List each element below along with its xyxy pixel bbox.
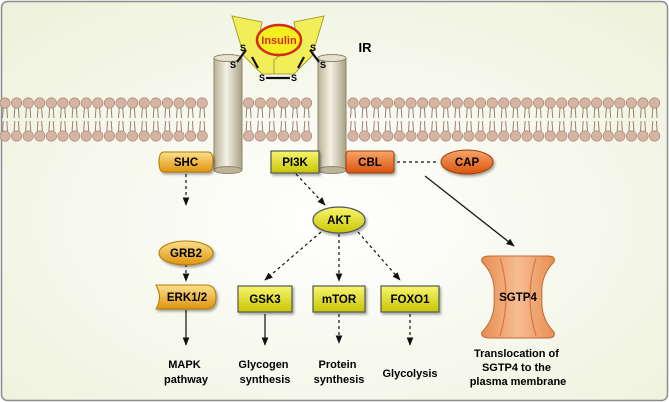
outcome-glycolysis-line-1: Glycolysis bbox=[382, 368, 437, 380]
outcome-protein-line-1: Protein bbox=[319, 359, 357, 371]
foxo1-node bbox=[380, 285, 440, 313]
arrow-cbl-sgtp4 bbox=[424, 175, 515, 247]
pi3k-label: PI3K bbox=[282, 157, 308, 169]
receptor-left-chain bbox=[213, 57, 243, 171]
insulin-label: Insulin bbox=[261, 35, 297, 47]
plasma-membrane bbox=[0, 97, 661, 142]
cap-label: CAP bbox=[455, 157, 480, 169]
outcome-mapk: MAPK pathway bbox=[164, 359, 209, 386]
cap-node bbox=[440, 149, 494, 175]
cbl-node bbox=[345, 150, 395, 174]
outcome-mapk-line-1: MAPK bbox=[168, 359, 200, 371]
erk-node bbox=[155, 284, 217, 310]
sgtp4-transporter bbox=[481, 255, 555, 339]
akt-node bbox=[312, 206, 366, 234]
erk-label: ERK1/2 bbox=[167, 292, 207, 304]
arrow-pi3k-akt bbox=[295, 173, 326, 206]
insulin-receptor: S S S S S S Insulin IR bbox=[213, 15, 373, 174]
arrow-akt-foxo1 bbox=[357, 231, 401, 281]
insulin-ligand bbox=[255, 23, 303, 57]
outcome-translocation: Translocation of SGTP4 to the plasma mem… bbox=[470, 348, 567, 388]
receptor-right-chain bbox=[317, 57, 347, 171]
shc-label: SHC bbox=[174, 157, 198, 169]
disulfide-s-1: S bbox=[240, 43, 246, 53]
mtor-node bbox=[312, 285, 366, 313]
outcome-mapk-line-2: pathway bbox=[164, 374, 209, 386]
sgtp4-label: SGTP4 bbox=[499, 292, 537, 304]
grb2-node bbox=[158, 240, 214, 266]
outcome-glycogen-line-2: synthesis bbox=[240, 374, 291, 386]
gsk3-label: GSK3 bbox=[249, 294, 280, 306]
outcome-glycogen: Glycogen synthesis bbox=[238, 359, 291, 386]
mtor-label: mTOR bbox=[322, 294, 357, 306]
outcome-translocation-line-2: SGTP4 to the bbox=[482, 362, 551, 374]
outcome-glycolysis: Glycolysis bbox=[382, 368, 437, 380]
gsk3-node bbox=[237, 285, 293, 313]
cbl-label: CBL bbox=[358, 157, 382, 169]
shc-node bbox=[158, 151, 214, 173]
outcome-protein: Protein synthesis bbox=[314, 359, 365, 386]
signal-nodes: SHC PI3K CBL CAP GRB2 AKT ERK1/2 GSK3 mT… bbox=[155, 149, 555, 339]
outcome-glycogen-line-1: Glycogen bbox=[238, 359, 288, 371]
pi3k-node bbox=[270, 150, 320, 174]
connectors bbox=[182, 161, 515, 346]
disulfide-s-6: S bbox=[291, 73, 297, 83]
disulfide-bonds bbox=[236, 49, 320, 80]
foxo1-label: FOXO1 bbox=[391, 294, 431, 306]
outcome-translocation-line-1: Translocation of bbox=[474, 348, 559, 360]
arrow-akt-gsk3 bbox=[264, 231, 322, 281]
grb2-label: GRB2 bbox=[170, 248, 202, 260]
receptor-label: IR bbox=[359, 40, 373, 55]
outcomes: MAPK pathway Glycogen synthesis Protein … bbox=[164, 348, 566, 388]
outcome-translocation-line-3: plasma membrane bbox=[470, 376, 567, 388]
akt-label: AKT bbox=[327, 215, 351, 227]
disulfide-s-4: S bbox=[320, 60, 326, 70]
disulfide-s-3: S bbox=[230, 60, 236, 70]
outcome-protein-line-2: synthesis bbox=[314, 374, 365, 386]
disulfide-s-2: S bbox=[310, 43, 316, 53]
disulfide-s-5: S bbox=[259, 73, 265, 83]
